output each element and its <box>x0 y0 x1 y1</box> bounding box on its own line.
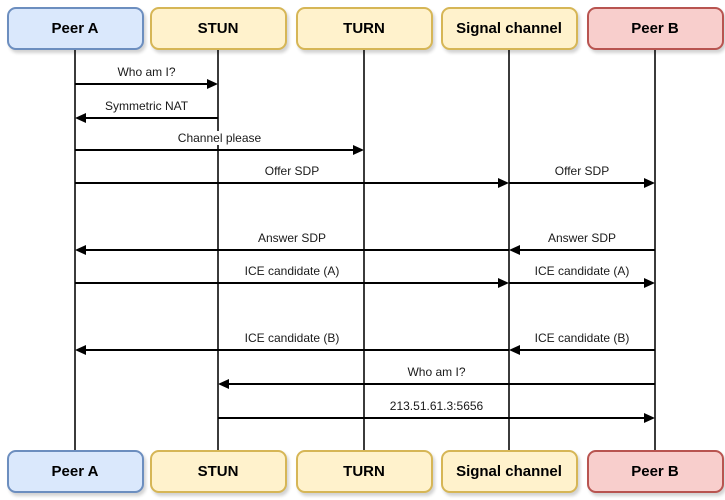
actor-label-signal-channel-top: Signal channel <box>456 20 562 37</box>
message-line-9 <box>517 349 655 351</box>
actor-box-turn-top: TURN <box>295 7 433 50</box>
actor-label-peer-a-bottom: Peer A <box>51 463 99 480</box>
arrowhead-right-icon <box>498 278 509 288</box>
message-line-4 <box>509 182 647 184</box>
message-label-12: 213.51.61.3:5656 <box>386 399 487 413</box>
actor-label-stun-top: STUN <box>197 20 239 37</box>
arrowhead-left-icon <box>75 113 86 123</box>
arrowhead-right-icon <box>644 413 655 423</box>
arrowhead-right-icon <box>498 178 509 188</box>
arrowhead-right-icon <box>353 145 364 155</box>
actor-label-peer-b-bottom: Peer B <box>631 463 679 480</box>
message-line-11 <box>226 383 655 385</box>
actor-label-peer-b-top: Peer B <box>631 20 679 37</box>
arrowhead-left-icon <box>509 345 520 355</box>
message-line-1 <box>83 117 218 119</box>
arrowhead-left-icon <box>75 245 86 255</box>
message-line-0 <box>75 83 210 85</box>
actor-box-signal-channel-bottom: Signal channel <box>440 450 578 493</box>
message-label-1: Symmetric NAT <box>101 99 192 113</box>
message-label-4: Offer SDP <box>551 164 613 178</box>
message-label-8: ICE candidate (A) <box>531 264 633 278</box>
actor-label-turn-bottom: TURN <box>343 463 385 480</box>
actor-label-peer-a-top: Peer A <box>51 20 99 37</box>
lifeline-peer-b <box>654 50 656 450</box>
message-label-7: ICE candidate (A) <box>241 264 343 278</box>
actor-label-signal-channel-bottom: Signal channel <box>456 463 562 480</box>
actor-label-turn-top: TURN <box>343 20 385 37</box>
message-label-2: Channel please <box>174 131 265 145</box>
actor-box-peer-b-bottom: Peer B <box>586 450 724 493</box>
arrowhead-left-icon <box>218 379 229 389</box>
message-label-10: ICE candidate (B) <box>241 331 343 345</box>
message-label-5: Answer SDP <box>544 231 620 245</box>
arrowhead-right-icon <box>644 178 655 188</box>
actor-box-stun-top: STUN <box>149 7 287 50</box>
actor-label-stun-bottom: STUN <box>197 463 239 480</box>
message-line-3 <box>75 182 501 184</box>
actor-box-peer-a-bottom: Peer A <box>6 450 144 493</box>
arrowhead-left-icon <box>75 345 86 355</box>
message-label-0: Who am I? <box>114 65 179 79</box>
message-label-3: Offer SDP <box>261 164 323 178</box>
message-line-6 <box>83 249 509 251</box>
arrowhead-right-icon <box>644 278 655 288</box>
message-line-5 <box>517 249 655 251</box>
actor-box-stun-bottom: STUN <box>149 450 287 493</box>
message-line-12 <box>218 417 647 419</box>
message-line-10 <box>83 349 509 351</box>
actor-box-peer-b-top: Peer B <box>586 7 724 50</box>
actor-box-peer-a-top: Peer A <box>6 7 144 50</box>
actor-box-turn-bottom: TURN <box>295 450 433 493</box>
message-line-7 <box>75 282 501 284</box>
arrowhead-right-icon <box>207 79 218 89</box>
message-line-8 <box>509 282 647 284</box>
message-line-2 <box>75 149 356 151</box>
arrowhead-left-icon <box>509 245 520 255</box>
actor-box-signal-channel-top: Signal channel <box>440 7 578 50</box>
message-label-6: Answer SDP <box>254 231 330 245</box>
message-label-11: Who am I? <box>404 365 469 379</box>
message-label-9: ICE candidate (B) <box>531 331 633 345</box>
